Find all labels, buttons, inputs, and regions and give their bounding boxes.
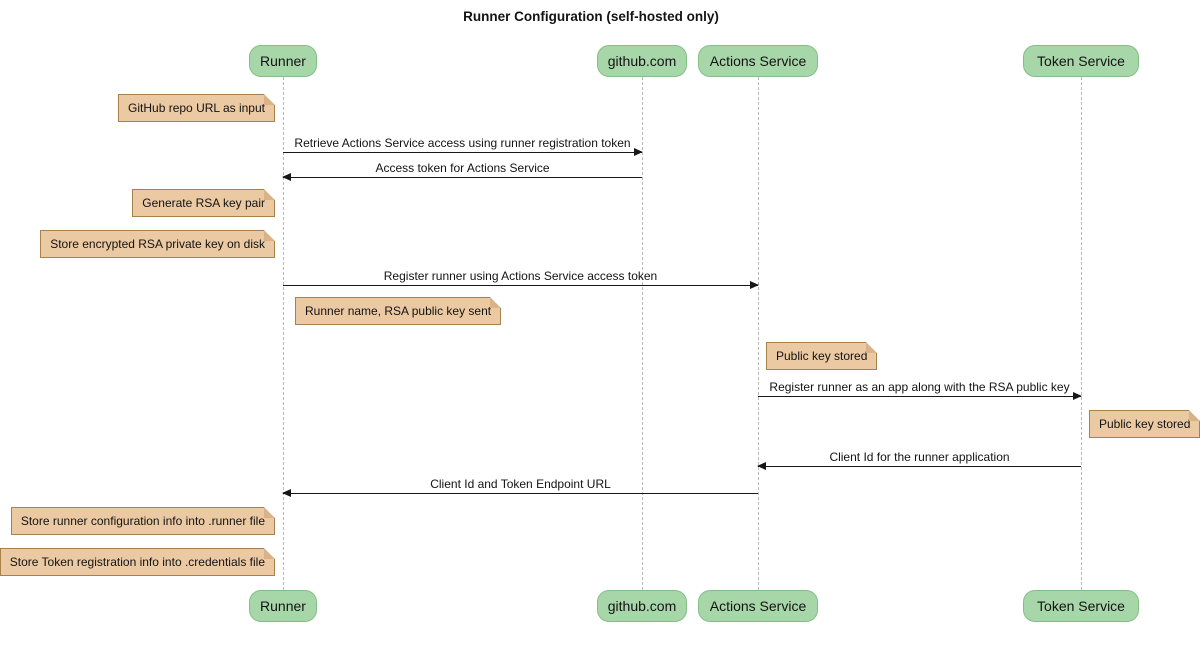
- note-runner-name-rsa-public-key-sent: Runner name, RSA public key sent: [295, 297, 502, 325]
- message-label: Register runner as an app along with the…: [769, 380, 1070, 394]
- participant-github-top: github.com: [597, 45, 687, 77]
- message-label: Register runner using Actions Service ac…: [383, 269, 658, 283]
- arrowhead-left: [282, 489, 291, 497]
- message-label: Client Id and Token Endpoint URL: [430, 477, 611, 491]
- message-retrieve-actions-service-access: Retrieve Actions Service access using ru…: [283, 136, 643, 156]
- note-public-key-stored-token: Public key stored: [1089, 410, 1200, 438]
- note-store-runner-configuration: Store runner configuration info into .ru…: [10, 507, 276, 535]
- arrowhead-right: [750, 281, 759, 289]
- diagram-title: Runner Configuration (self-hosted only): [463, 9, 719, 24]
- message-label: Access token for Actions Service: [375, 161, 550, 175]
- message-register-runner-as-app: Register runner as an app along with the…: [758, 380, 1082, 400]
- participant-actions-service-top: Actions Service: [698, 45, 818, 77]
- note-store-token-registration: Store Token registration info into .cred…: [0, 548, 276, 576]
- note-store-encrypted-rsa-private-key: Store encrypted RSA private key on disk: [40, 230, 275, 258]
- arrowhead-right: [1073, 392, 1082, 400]
- participant-token-service-bottom: Token Service: [1023, 590, 1139, 622]
- lifeline-actions-service: [758, 77, 759, 590]
- message-label: Retrieve Actions Service access using ru…: [294, 136, 631, 150]
- participant-token-service-top: Token Service: [1023, 45, 1139, 77]
- lifeline-token-service: [1081, 77, 1082, 590]
- participant-github-bottom: github.com: [597, 590, 687, 622]
- lifeline-runner: [283, 77, 284, 590]
- arrowhead-left: [757, 462, 766, 470]
- message-label: Client Id for the runner application: [829, 450, 1010, 464]
- arrowhead-left: [282, 173, 291, 181]
- message-client-id-and-token-endpoint-url: Client Id and Token Endpoint URL: [282, 477, 758, 497]
- participant-actions-service-bottom: Actions Service: [698, 590, 818, 622]
- message-register-runner: Register runner using Actions Service ac…: [283, 269, 759, 289]
- message-access-token-for-actions-service: Access token for Actions Service: [282, 161, 642, 181]
- lifeline-github: [642, 77, 643, 590]
- note-public-key-stored-actions: Public key stored: [766, 342, 878, 370]
- note-github-repo-url-as-input: GitHub repo URL as input: [118, 94, 275, 122]
- participant-runner-top: Runner: [249, 45, 317, 77]
- participant-runner-bottom: Runner: [249, 590, 317, 622]
- note-generate-rsa-key-pair: Generate RSA key pair: [132, 189, 275, 217]
- message-client-id-for-runner-application: Client Id for the runner application: [757, 450, 1081, 470]
- arrowhead-right: [634, 148, 643, 156]
